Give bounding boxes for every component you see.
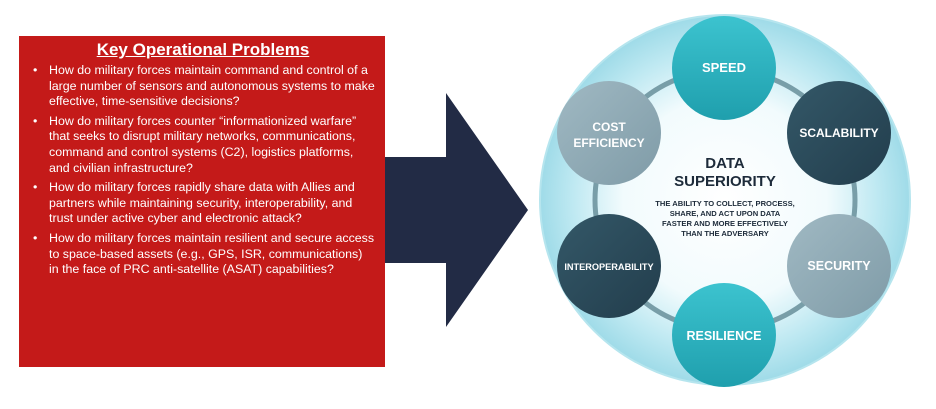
problem-item: How do military forces maintain resilien… <box>31 231 375 278</box>
center-text: DATA SUPERIORITY THE ABILITY TO COLLECT,… <box>655 155 795 238</box>
problems-title: Key Operational Problems <box>96 40 310 59</box>
node-security-label: SECURITY <box>807 259 871 273</box>
node-scalability: SCALABILITY <box>787 81 891 185</box>
problem-item: How do military forces rapidly share dat… <box>31 180 375 227</box>
node-speed: SPEED <box>672 16 776 120</box>
node-scalability-label: SCALABILITY <box>799 126 878 140</box>
node-cost-efficiency: COST EFFICIENCY <box>557 81 661 185</box>
center-desc-line: THE ABILITY TO COLLECT, PROCESS, <box>655 199 795 208</box>
center-title-line2: SUPERIORITY <box>674 173 776 190</box>
node-interoperability: INTEROPERABILITY <box>557 214 661 318</box>
node-cost-label-2: EFFICIENCY <box>573 136 644 150</box>
right-arrow <box>385 93 528 327</box>
node-interoperability-label: INTEROPERABILITY <box>564 262 653 272</box>
center-desc-line: FASTER AND MORE EFFECTIVELY <box>662 219 788 228</box>
node-speed-label: SPEED <box>702 60 746 75</box>
center-title-line1: DATA <box>705 155 745 172</box>
node-resilience-label: RESILIENCE <box>686 329 761 343</box>
problems-panel: Key Operational Problems How do military… <box>19 36 385 367</box>
node-resilience: RESILIENCE <box>672 283 776 387</box>
problem-item: How do military forces counter “informat… <box>31 114 375 176</box>
problems-list: How do military forces maintain command … <box>31 63 375 278</box>
node-cost-label-1: COST <box>592 120 626 134</box>
center-desc-line: THAN THE ADVERSARY <box>681 229 769 238</box>
center-desc-line: SHARE, AND ACT UPON DATA <box>670 209 781 218</box>
node-security: SECURITY <box>787 214 891 318</box>
problem-item: How do military forces maintain command … <box>31 63 375 110</box>
